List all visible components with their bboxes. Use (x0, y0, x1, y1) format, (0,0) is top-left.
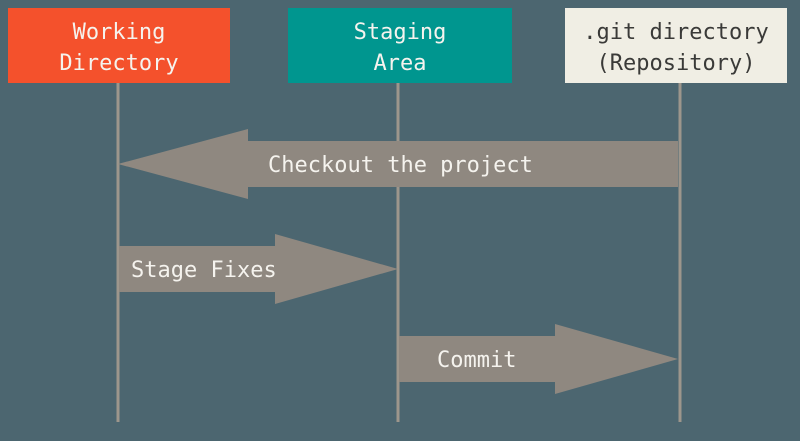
arrow-shape-stage-fixes (119, 234, 398, 304)
lifeline-staging-area (396, 83, 400, 422)
node-label-line2-staging-area: Area (374, 51, 427, 76)
arrow-label-commit: Commit (437, 348, 516, 373)
node-label-line1-working-directory: Working (73, 20, 166, 45)
arrow-shape-commit (399, 324, 678, 394)
node-label-line2-git-directory: (Repository) (597, 51, 756, 76)
arrow-shape-checkout (118, 129, 678, 199)
arrow-label-stage-fixes: Stage Fixes (131, 258, 277, 283)
arrow-commit: Commit (399, 324, 678, 394)
node-box-working-directory (8, 8, 230, 83)
node-label-line2-working-directory: Directory (59, 51, 178, 76)
arrow-stage-fixes: Stage Fixes (119, 234, 398, 304)
node-box-git-directory (565, 8, 787, 83)
node-git-directory: .git directory (Repository) (565, 8, 787, 83)
node-label-line1-staging-area: Staging (354, 20, 447, 45)
node-label-line1-git-directory: .git directory (583, 20, 768, 45)
arrow-checkout: Checkout the project (118, 129, 678, 199)
lifeline-working-directory (116, 83, 120, 422)
lifelines-group (116, 83, 682, 422)
arrow-label-checkout: Checkout the project (268, 153, 533, 178)
lifeline-git-directory (678, 83, 682, 422)
node-box-staging-area (288, 8, 512, 83)
